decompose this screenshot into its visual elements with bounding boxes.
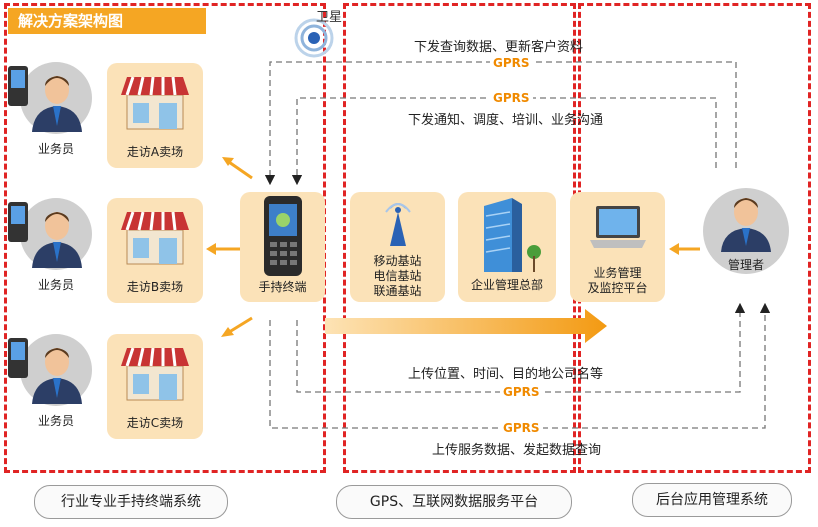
salesperson-label: 业务员	[37, 414, 74, 428]
region-label-backend: 后台应用管理系统	[632, 483, 792, 517]
base-station-label-2: 电信基站	[373, 269, 422, 283]
person-icon	[32, 212, 82, 268]
platform-label-2: 及监控平台	[587, 281, 648, 295]
base-station-label-1: 移动基站	[373, 254, 422, 268]
person-icon	[32, 76, 82, 132]
base-station-card: 移动基站 电信基站 联通基站	[350, 192, 445, 302]
hq-label: 企业管理总部	[470, 278, 543, 292]
terminal-label: 手持终端	[258, 280, 307, 294]
laptop-icon	[590, 206, 646, 248]
gprs-label-bottom1: GPRS	[500, 385, 543, 399]
flow-note-top2: 下发通知、调度、培训、业务沟通	[408, 113, 604, 128]
gprs-label-bottom2: GPRS	[500, 421, 543, 435]
flow-note-bottom1: 上传位置、时间、目的地公司名等	[408, 367, 604, 382]
store-card-a: 走访A卖场	[107, 63, 203, 168]
phone-icon	[8, 338, 28, 378]
store-icon	[121, 347, 189, 401]
satellite-label: 卫星	[316, 10, 343, 25]
flow-note-bottom2: 上传服务数据、发起数据查询	[432, 443, 602, 458]
store-label: 走访C卖场	[126, 416, 184, 430]
terminal-card: 手持终端	[240, 192, 325, 302]
gprs-label-top2: GPRS	[490, 91, 533, 105]
salesperson-label: 业务员	[37, 278, 74, 292]
flow-top-outer	[264, 61, 737, 186]
hq-card: 企业管理总部	[458, 192, 556, 302]
salesperson-label: 业务员	[37, 142, 74, 156]
building-icon	[484, 198, 541, 272]
store-icon	[121, 211, 189, 265]
phone-icon	[8, 202, 28, 242]
diagram-title: 解决方案架构图	[8, 8, 206, 34]
handheld-terminal-icon	[264, 196, 302, 276]
region-label-gps: GPS、互联网数据服务平台	[336, 485, 572, 519]
store-icon	[121, 76, 189, 130]
phone-icon	[8, 66, 28, 106]
data-flow-arrow	[325, 309, 607, 343]
platform-label-1: 业务管理	[593, 266, 642, 280]
flow-top-inner	[291, 97, 717, 186]
store-card-b: 走访B卖场	[107, 198, 203, 303]
gprs-label-top1: GPRS	[490, 56, 533, 70]
antenna-tower-icon	[385, 203, 411, 246]
region-label-handheld: 行业专业手持终端系统	[34, 485, 228, 519]
base-station-label-3: 联通基站	[373, 284, 422, 298]
store-label: 走访B卖场	[126, 280, 184, 294]
arrow-to-store-a	[225, 158, 253, 180]
manager-label: 管理者	[727, 258, 764, 272]
store-label: 走访A卖场	[126, 145, 184, 159]
store-card-c: 走访C卖场	[107, 334, 203, 439]
person-icon	[721, 198, 771, 252]
manager: 管理者	[703, 188, 789, 290]
salesperson-1: 业务员	[8, 62, 92, 167]
flow-note-top1: 下发查询数据、更新客户资料	[414, 40, 584, 55]
platform-card: 业务管理 及监控平台	[570, 192, 665, 302]
salesperson-2: 业务员	[8, 198, 92, 303]
person-icon	[32, 348, 82, 404]
satellite-icon	[292, 14, 336, 58]
salesperson-3: 业务员	[8, 334, 92, 439]
